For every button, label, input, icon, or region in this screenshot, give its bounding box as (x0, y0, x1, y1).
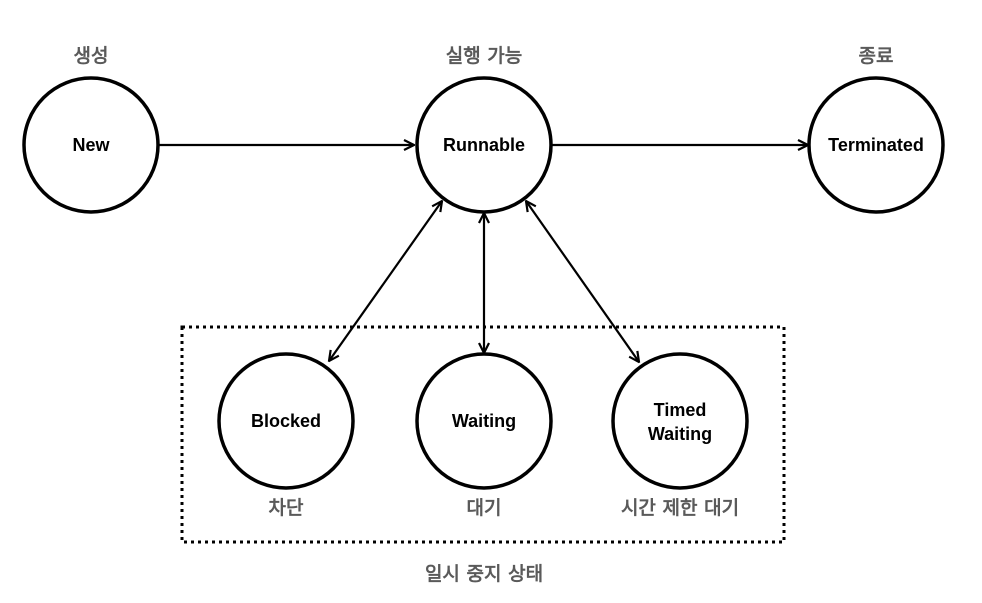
state-new-label: New (72, 135, 110, 155)
state-waiting: Waiting 대기 (415, 352, 553, 519)
paused-states-group-label: 일시 중지 상태 (425, 563, 543, 585)
state-blocked-circle (217, 352, 355, 490)
state-runnable-label: Runnable (443, 135, 525, 155)
state-runnable: Runnable 실행 가능 (415, 45, 553, 214)
state-waiting-label: Waiting (452, 411, 516, 431)
state-blocked: Blocked 차단 (217, 352, 355, 519)
edge-runnable-blocked (329, 201, 442, 361)
state-runnable-caption: 실행 가능 (446, 45, 523, 67)
state-terminated-label: Terminated (828, 135, 924, 155)
state-timed-waiting-label-line1: Timed (654, 400, 707, 420)
state-terminated-caption: 종료 (859, 45, 894, 67)
state-waiting-caption: 대기 (467, 497, 502, 519)
state-blocked-label: Blocked (251, 411, 321, 431)
state-terminated: Terminated 종료 (807, 45, 945, 214)
state-timed-waiting-label-line2: Waiting (648, 424, 712, 444)
state-terminated-circle (807, 76, 945, 214)
state-new-circle (22, 76, 160, 214)
state-timed-waiting-caption: 시간 제한 대기 (621, 497, 739, 519)
state-new-caption: 생성 (74, 45, 109, 67)
state-blocked-caption: 차단 (269, 497, 304, 519)
state-new: New 생성 (22, 45, 160, 214)
state-runnable-circle (415, 76, 553, 214)
edge-runnable-timed-waiting (526, 201, 639, 362)
state-timed-waiting-circle (611, 352, 749, 490)
state-timed-waiting: Timed Waiting 시간 제한 대기 (611, 352, 749, 519)
state-waiting-circle (415, 352, 553, 490)
